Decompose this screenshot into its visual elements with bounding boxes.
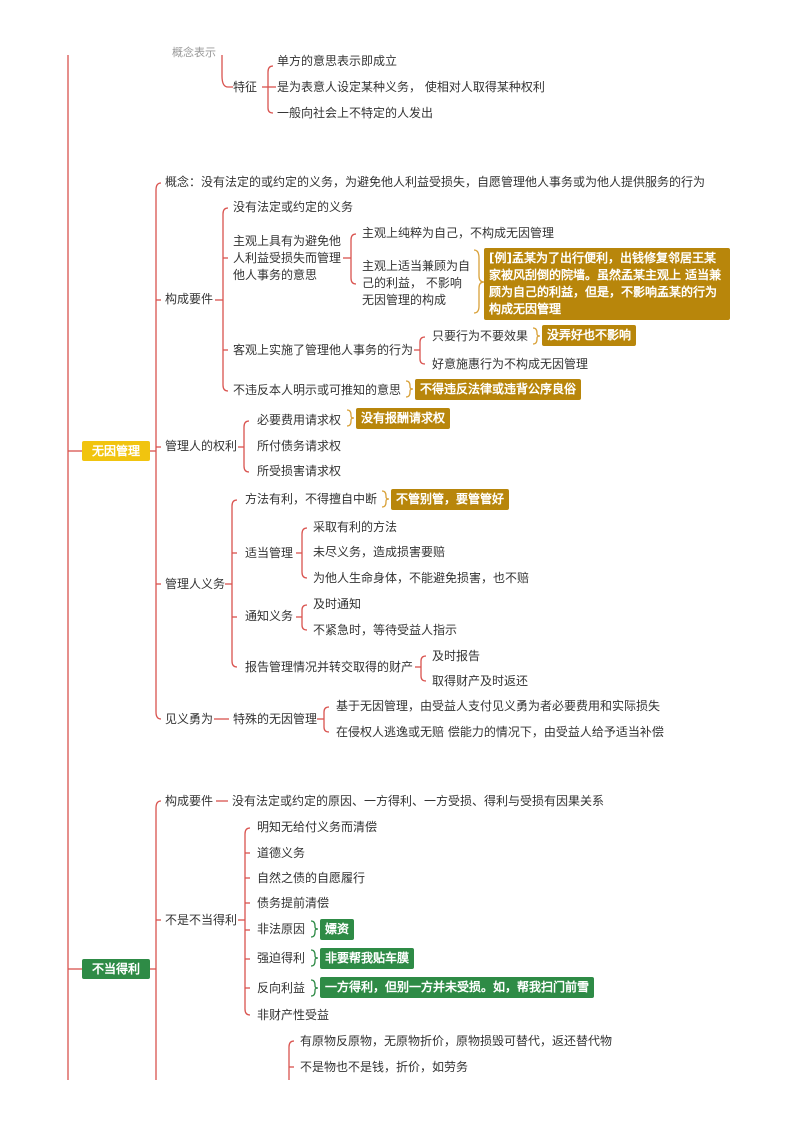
node-d3a: 及时通知	[313, 597, 362, 611]
node-c4: 不违反本人明示或可推知的意思	[233, 383, 402, 397]
node-n5: 非法原因	[257, 922, 306, 936]
node-p1: 有原物反原物，无原物折价，原物损毁可替代，返还替代物	[300, 1034, 613, 1048]
node-c3: 客观上实施了管理他人事务的行为	[233, 343, 414, 357]
node-r3: 所受损害请求权	[257, 464, 342, 478]
node-s2: 在侵权人逃逸或无赔 偿能力的情况下，由受益人给予适当补偿	[336, 725, 664, 739]
node-n8: 非财产性受益	[257, 1008, 330, 1022]
node-gouchengyaojian: 构成要件	[165, 292, 214, 306]
node-s1: 基于无因管理，由受益人支付见义勇为者必要费用和实际损失	[336, 699, 661, 713]
node-r2: 所付债务请求权	[257, 439, 342, 453]
node-n7: 反向利益	[257, 981, 306, 995]
note-c3a: 没弄好也不影响	[542, 325, 637, 346]
node-gc1: 没有法定或约定的原因、一方得利、一方受损、得利与受损有因果关系	[232, 794, 605, 808]
feature-item-1: 单方的意思表示即成立	[277, 54, 398, 68]
node-c2a: 主观上纯粹为自己，不构成无因管理	[362, 226, 555, 240]
node-special: 特殊的无因管理	[233, 712, 318, 726]
node-n1: 明知无给付义务而清偿	[257, 820, 378, 834]
node-rights: 管理人的权利	[165, 439, 238, 453]
node-c1: 没有法定或约定的义务	[233, 200, 354, 214]
note-c4: 不得违反法律或违背公序良俗	[415, 379, 582, 400]
node-n3: 自然之债的自愿履行	[257, 871, 366, 885]
root-node-budang-deli: 不当得利	[82, 959, 150, 979]
feature-label: 特征	[233, 80, 258, 94]
note-n5: 嫖资	[320, 919, 355, 940]
node-n2: 道德义务	[257, 846, 306, 860]
root-node-wuyin-guanli: 无因管理	[82, 441, 150, 461]
node-d3: 通知义务	[245, 609, 294, 623]
node-d4b: 取得财产及时返还	[432, 674, 529, 688]
node-d2c: 为他人生命身体，不能避免损害，也不赔	[313, 571, 530, 585]
node-d4a: 及时报告	[432, 649, 481, 663]
node-duties: 管理人义务	[165, 577, 226, 591]
feature-item-2: 是为表意人设定某种义务， 使相对人取得某种权利	[277, 80, 545, 94]
node-d4: 报告管理情况并转交取得的财产	[245, 660, 414, 674]
note-d1: 不管别管，要管管好	[391, 489, 510, 510]
node-n6: 强迫得利	[257, 951, 306, 965]
feature-item-3: 一般向社会上不特定的人发出	[277, 106, 434, 120]
note-r1: 没有报酬请求权	[356, 408, 451, 429]
cut-off-label: 概念表示	[172, 46, 216, 59]
node-p2: 不是物也不是钱，折价，如劳务	[300, 1060, 469, 1074]
node-jyyw: 见义勇为	[165, 712, 214, 726]
node-d1: 方法有利，不得擅自中断	[245, 492, 378, 506]
node-c2: 主观上具有为避免他人利益受损失而管理他人事务的意思	[233, 234, 342, 282]
note-n6: 非要帮我贴车膜	[320, 948, 415, 969]
note-n7: 一方得利，但别一方并未受损。如，帮我扫门前雪	[320, 977, 595, 998]
node-c3a: 只要行为不要效果	[432, 329, 529, 343]
node-notbudang: 不是不当得利	[165, 913, 238, 927]
concept-text: 概念：没有法定的或约定的义务，为避免他人利益受损失，自愿管理他人事务或为他人提供…	[165, 175, 706, 189]
node-r1: 必要费用请求权	[257, 413, 342, 427]
node-d3b: 不紧急时，等待受益人指示	[313, 623, 458, 637]
node-n4: 债务提前清偿	[257, 896, 330, 910]
node-bd-gouchengyaojian: 构成要件	[165, 794, 214, 808]
note-c2b-example: [例]孟某为了出行便利，出钱修复邻居王某家被风刮倒的院墙。虽然孟某主观上 适当兼…	[484, 248, 730, 320]
node-c3b: 好意施惠行为不构成无因管理	[432, 357, 589, 371]
node-d2b: 未尽义务，造成损害要赔	[313, 545, 446, 559]
node-d2a: 采取有利的方法	[313, 520, 398, 534]
node-d2: 适当管理	[245, 546, 294, 560]
node-c2b: 主观上适当兼顾为自己的利益， 不影响无因管理的构成	[362, 259, 471, 307]
